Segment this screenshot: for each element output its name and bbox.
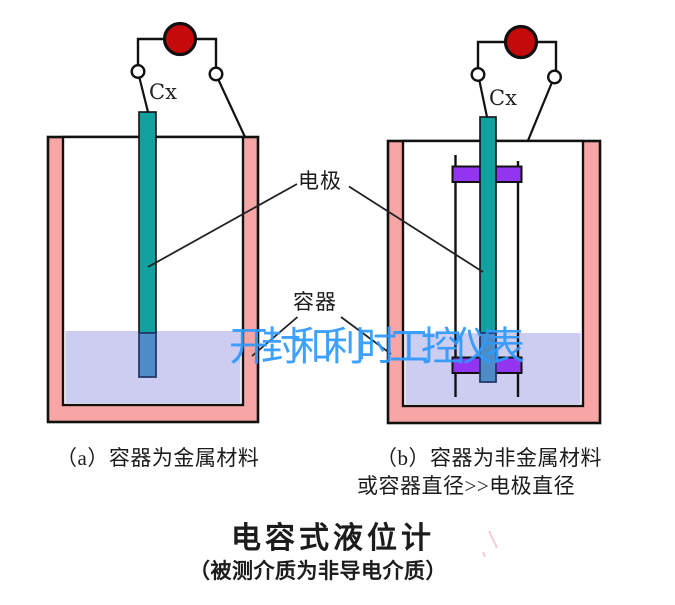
meter-b-lead-to-electrode <box>478 80 489 118</box>
diagram-subtitle: （被测介质为非导电介质） <box>189 559 447 583</box>
diagram-a <box>46 21 260 424</box>
cx-label-a: Cx <box>149 80 177 104</box>
caption-b-line2: 或容器直径>>电极直径 <box>357 474 576 498</box>
meter-a-dial-icon <box>162 21 198 57</box>
electrode-b-submerged <box>479 332 497 383</box>
meter-a-lead-to-vessel-wall <box>217 79 246 138</box>
vessel-annotation: 容器 <box>293 290 337 314</box>
electrode-a-submerged <box>138 332 157 378</box>
caption-a: （a）容器为金属材料 <box>56 446 260 470</box>
meter-a-lead-to-electrode <box>138 77 150 113</box>
leader-electrode-to-a <box>147 183 298 268</box>
leader-vessel-to-a <box>251 316 299 357</box>
meter-b-dial-icon <box>503 24 539 60</box>
meter-b-wires <box>476 40 558 70</box>
cx-label-b: Cx <box>489 86 517 110</box>
leader-electrode-to-b <box>348 185 484 273</box>
meter-b-terminal-left-icon <box>470 66 486 82</box>
leader-vessel-to-b <box>340 316 392 355</box>
watermark-text: 开封和利时工控仪表 <box>229 324 525 370</box>
meter-a-wires <box>136 37 218 68</box>
caption-b-line1: （b）容器为非金属材料 <box>376 446 602 470</box>
electrode-a-rod <box>138 111 157 334</box>
leader-lines <box>147 183 484 357</box>
scan-artifact-mark <box>482 530 498 558</box>
meter-a-terminal-right-icon <box>208 66 224 82</box>
diagram-title: 电容式液位计 <box>231 522 435 555</box>
meter-b-terminal-right-icon <box>547 69 563 85</box>
electrode-annotation: 电极 <box>298 169 342 193</box>
meter-a-terminal-left-icon <box>130 63 146 79</box>
diagram-b <box>386 24 602 425</box>
electrode-b-rod <box>479 116 497 334</box>
